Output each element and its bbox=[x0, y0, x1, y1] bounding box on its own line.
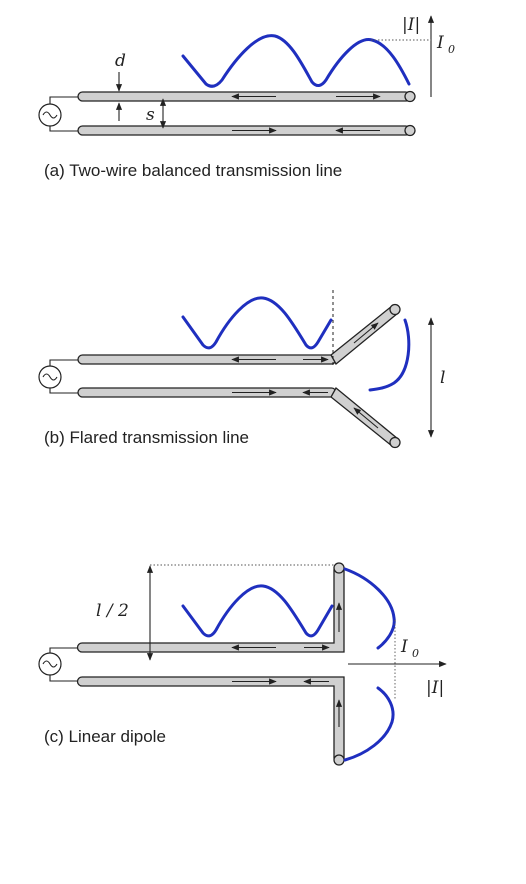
current-arrow-flare-bottom bbox=[353, 407, 379, 429]
flare-top bbox=[330, 305, 399, 365]
label-l-half: l / 2 bbox=[96, 601, 129, 621]
source-lead-top bbox=[49, 96, 80, 104]
dipole-top-end bbox=[333, 562, 345, 574]
current-wave-c-lower bbox=[343, 686, 395, 762]
label-i0-sub-c: 0 bbox=[412, 647, 419, 660]
label-d: d bbox=[115, 51, 126, 71]
current-wave-c bbox=[181, 584, 334, 638]
source-lead-bottom bbox=[49, 675, 80, 682]
current-wave-c-upper bbox=[343, 567, 396, 650]
source-lead-top bbox=[49, 359, 80, 366]
current-arrow-flare-top bbox=[353, 322, 379, 344]
ac-source-icon bbox=[38, 365, 62, 389]
source-lead-bottom bbox=[49, 388, 80, 394]
panel-c: l / 2 I 0 |I| (c) Linear dipole bbox=[38, 562, 447, 766]
caption-b: (b) Flared transmission line bbox=[44, 428, 249, 447]
current-wave-a bbox=[181, 34, 411, 88]
current-wave-b bbox=[181, 296, 333, 350]
source-lead-bottom bbox=[49, 126, 80, 132]
panel-b: l (b) Flared transmission line bbox=[38, 290, 445, 449]
caption-a: (a) Two-wire balanced transmission line bbox=[44, 161, 342, 180]
label-abs-i-c: |I| bbox=[426, 678, 444, 698]
label-i0-c: I bbox=[400, 637, 408, 657]
wire-bottom bbox=[77, 387, 337, 398]
source-lead-top bbox=[49, 647, 80, 653]
ac-source-icon bbox=[38, 652, 62, 676]
current-wave-b-tip bbox=[368, 318, 411, 392]
label-i0-sub-a: 0 bbox=[448, 43, 455, 56]
panel-a: d s |I| I 0 (a) Two-wire balanced transm… bbox=[38, 15, 455, 180]
label-l: l bbox=[440, 368, 445, 388]
ac-source-icon bbox=[38, 103, 62, 127]
wire-bottom-end bbox=[404, 124, 416, 137]
wire-top bbox=[77, 354, 337, 365]
label-i0-a: I bbox=[436, 33, 444, 53]
flare-top-end bbox=[389, 303, 401, 316]
dipole-arm-bottom bbox=[76, 676, 345, 764]
label-abs-i-a: |I| bbox=[402, 15, 420, 35]
flare-bottom-end bbox=[389, 436, 401, 449]
caption-c: (c) Linear dipole bbox=[44, 727, 166, 746]
wire-top-end bbox=[404, 90, 416, 103]
dipole-bottom-end bbox=[333, 754, 345, 766]
label-s: s bbox=[146, 105, 155, 125]
